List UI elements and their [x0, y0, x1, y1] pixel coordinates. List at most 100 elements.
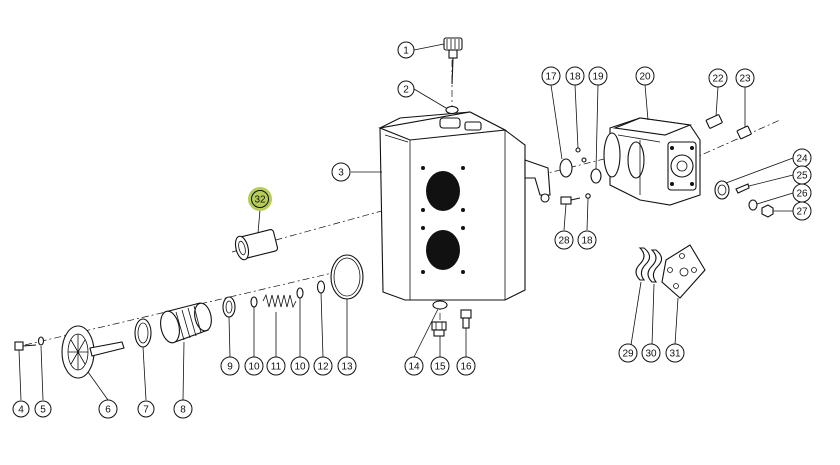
part-25-key — [735, 183, 750, 194]
svg-text:12: 12 — [317, 362, 329, 373]
callout-22: 22 — [708, 68, 728, 88]
callout-8: 8 — [173, 399, 193, 419]
part-16-plug — [460, 309, 472, 329]
svg-text:19: 19 — [592, 72, 604, 83]
part-8-filter-element — [160, 302, 212, 344]
part-6-cover-plate — [61, 325, 125, 379]
callout-29: 29 — [618, 343, 638, 363]
callout-15: 15 — [430, 356, 450, 376]
callout-2: 2 — [397, 80, 415, 98]
part-13-gasket — [330, 254, 364, 300]
callout-1: 1 — [397, 41, 415, 59]
callout-12: 12 — [313, 356, 333, 376]
callout-19: 19 — [588, 66, 608, 86]
part-10-washer-right — [296, 287, 304, 299]
svg-text:2: 2 — [403, 85, 409, 96]
svg-text:25: 25 — [796, 171, 808, 182]
svg-text:24: 24 — [796, 154, 808, 165]
svg-text:32: 32 — [254, 195, 266, 206]
part-5-washer — [37, 336, 45, 346]
svg-text:22: 22 — [712, 74, 724, 85]
svg-text:31: 31 — [669, 349, 681, 360]
callout-3: 3 — [331, 162, 351, 182]
part-14-washer — [432, 300, 448, 310]
svg-text:13: 13 — [341, 362, 353, 373]
svg-text:18: 18 — [569, 72, 581, 83]
part-10-washer-left — [250, 296, 258, 308]
part-19-o-ring — [590, 168, 602, 184]
callout-28: 28 — [554, 230, 574, 250]
callout-16: 16 — [456, 356, 476, 376]
part-2-seal-ring — [445, 105, 459, 115]
callout-32-highlighted[interactable]: 32 — [248, 187, 272, 211]
svg-text:14: 14 — [408, 362, 420, 373]
svg-text:16: 16 — [460, 362, 472, 373]
svg-text:29: 29 — [622, 349, 634, 360]
part-9-seal-ring — [222, 296, 236, 318]
part-28-screw — [560, 196, 581, 205]
part-3-tank-housing — [378, 111, 551, 301]
callout-23: 23 — [735, 68, 755, 88]
callout-25: 25 — [792, 165, 812, 185]
svg-text:8: 8 — [180, 405, 186, 416]
part-31-cover-plate — [661, 244, 706, 299]
svg-text:17: 17 — [545, 72, 557, 83]
callout-9: 9 — [220, 356, 240, 376]
callout-7: 7 — [137, 400, 155, 418]
callout-26: 26 — [792, 183, 812, 203]
part-18-small-ring-lower — [585, 193, 591, 199]
part-26-washer — [748, 199, 758, 211]
callout-18b: 18 — [577, 230, 597, 250]
part-24-ring — [714, 180, 730, 200]
svg-text:15: 15 — [434, 362, 446, 373]
callout-30: 30 — [641, 343, 661, 363]
callout-5: 5 — [34, 400, 52, 418]
callout-27: 27 — [792, 201, 812, 221]
part-32-sleeve — [234, 229, 279, 261]
callout-11: 11 — [266, 356, 286, 376]
part-17-o-ring — [559, 158, 573, 178]
svg-text:30: 30 — [645, 349, 657, 360]
part-12-o-ring — [316, 280, 326, 294]
part-20-hydraulic-pump — [603, 117, 701, 206]
svg-text:23: 23 — [739, 74, 751, 85]
part-1-filler-cap — [443, 37, 463, 85]
svg-text:10: 10 — [248, 362, 260, 373]
svg-text:27: 27 — [796, 207, 808, 218]
svg-text:7: 7 — [143, 405, 149, 416]
part-15-fitting — [431, 321, 447, 337]
callout-18a: 18 — [565, 66, 585, 86]
svg-text:5: 5 — [40, 405, 46, 416]
part-23-fitting — [736, 125, 752, 140]
callouts: 1 2 3 4 5 6 7 8 9 10 11 10 12 13 14 15 1… — [12, 41, 812, 419]
svg-text:3: 3 — [338, 168, 344, 179]
callout-14: 14 — [404, 356, 424, 376]
callout-10a: 10 — [244, 356, 264, 376]
svg-text:10: 10 — [294, 362, 306, 373]
callout-13: 13 — [337, 356, 357, 376]
svg-text:20: 20 — [639, 72, 651, 83]
callout-10b: 10 — [290, 356, 310, 376]
callout-6: 6 — [98, 399, 118, 419]
callout-31: 31 — [665, 343, 685, 363]
svg-text:26: 26 — [796, 189, 808, 200]
callout-17: 17 — [541, 66, 561, 86]
svg-text:9: 9 — [227, 362, 233, 373]
part-29-gasket — [635, 247, 651, 281]
leader-lines — [18, 43, 794, 401]
part-22-fitting — [705, 114, 723, 129]
part-18-small-ring-upper — [575, 147, 587, 163]
part-27-nut — [761, 204, 774, 218]
part-30-gasket — [647, 249, 663, 283]
svg-text:4: 4 — [18, 405, 24, 416]
callout-20: 20 — [635, 66, 655, 86]
callout-24: 24 — [792, 148, 812, 168]
callout-4: 4 — [12, 400, 30, 418]
svg-text:6: 6 — [105, 405, 111, 416]
part-7-gasket — [134, 318, 152, 348]
svg-text:11: 11 — [271, 362, 282, 373]
svg-text:28: 28 — [558, 236, 570, 247]
svg-text:1: 1 — [403, 46, 409, 57]
part-4-bolt — [14, 341, 37, 351]
